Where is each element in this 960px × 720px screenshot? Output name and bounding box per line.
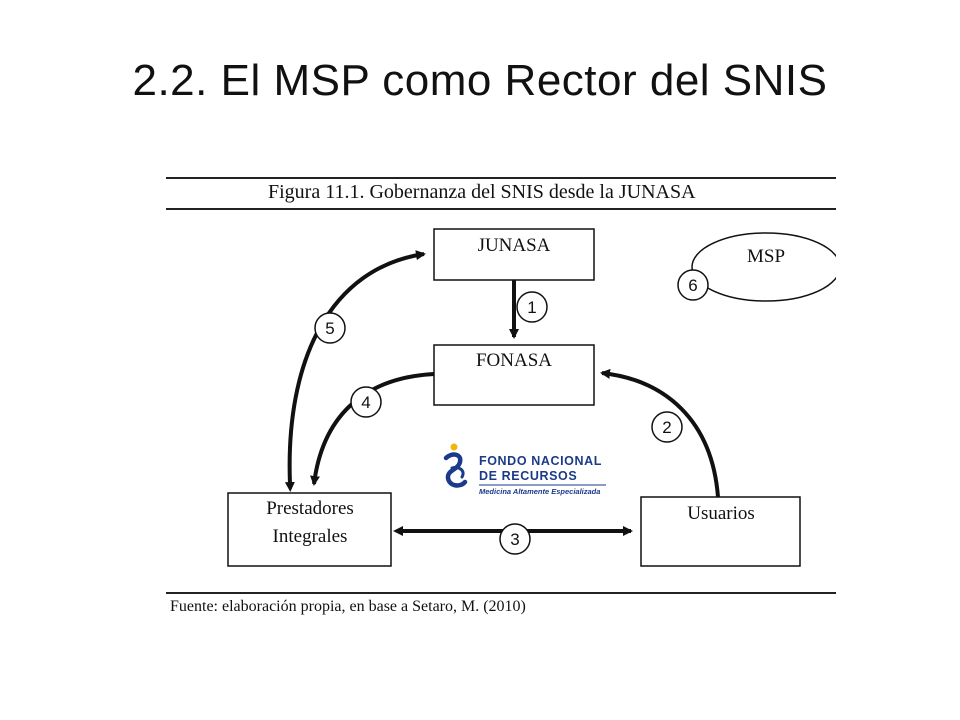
- caption-top-rule: [166, 177, 836, 179]
- edge-label-6: 6: [677, 269, 709, 301]
- node-usuarios: Usuarios: [640, 496, 801, 567]
- fnr-logo-line2: DE RECURSOS: [479, 469, 577, 483]
- figure-caption: Figura 11.1. Gobernanza del SNIS desde l…: [268, 181, 696, 203]
- node-prestadores-label-2: Integrales: [273, 526, 348, 547]
- node-msp-label: MSP: [747, 246, 785, 267]
- edge-label-4-text: 4: [361, 393, 370, 412]
- node-fonasa: FONASA: [433, 344, 595, 406]
- edge-label-5-text: 5: [325, 319, 334, 338]
- edge-label-3: 3: [499, 523, 531, 555]
- edge-label-1: 1: [516, 291, 548, 323]
- node-prestadores-integrales: Prestadores Integrales: [227, 492, 392, 567]
- fnr-logo-dot-icon: [450, 443, 458, 451]
- node-msp: MSP: [691, 232, 836, 302]
- edge-label-1-text: 1: [527, 298, 536, 317]
- fnr-logo-mark-icon: [443, 452, 468, 488]
- slide-title: 2.2. El MSP como Rector del SNIS: [132, 56, 828, 105]
- node-prestadores-label-1: Prestadores: [266, 498, 354, 519]
- edge-5-arrow: [284, 250, 426, 492]
- edge-label-4: 4: [350, 386, 382, 418]
- edge-label-2: 2: [651, 411, 683, 443]
- node-usuarios-label: Usuarios: [687, 503, 755, 524]
- fnr-logo: FONDO NACIONAL DE RECURSOS Medicina Alta…: [443, 443, 606, 496]
- fnr-logo-line1: FONDO NACIONAL: [479, 454, 602, 468]
- node-junasa: JUNASA: [433, 228, 595, 281]
- fnr-logo-tagline: Medicina Altamente Especializada: [479, 487, 600, 496]
- node-junasa-label: JUNASA: [478, 235, 551, 256]
- caption-bottom-rule: [166, 208, 836, 210]
- node-fonasa-label: FONASA: [476, 350, 552, 371]
- edge-label-2-text: 2: [662, 418, 671, 437]
- edge-label-3-text: 3: [510, 530, 519, 549]
- source-top-rule: [166, 592, 836, 594]
- figure-source: Fuente: elaboración propia, en base a Se…: [170, 598, 526, 615]
- edge-label-6-text: 6: [688, 276, 697, 295]
- edge-label-5: 5: [314, 312, 346, 344]
- edge-2-arrow: [600, 368, 720, 498]
